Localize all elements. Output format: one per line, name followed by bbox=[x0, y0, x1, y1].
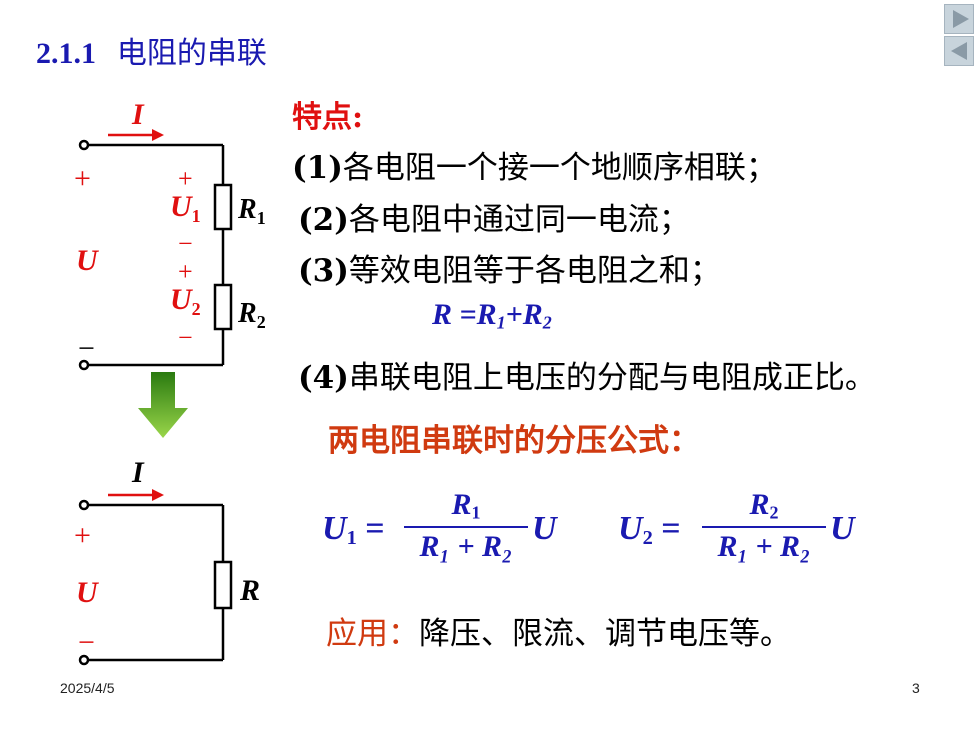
u2-label: U2 bbox=[170, 283, 201, 319]
feature-item-4: (4)串联电阻上电压的分配与电阻成正比。 bbox=[298, 360, 876, 396]
r2-label: R2 bbox=[237, 298, 266, 332]
current-label-i-equivalent: I bbox=[131, 456, 145, 489]
equivalent-resistance-formula: R =R1+R2 bbox=[432, 298, 552, 333]
application-text: 降压、限流、调节电压等。 bbox=[419, 616, 791, 652]
r1-label: R1 bbox=[237, 194, 266, 228]
u1-fraction: R1 R₁ + R₂ bbox=[404, 488, 528, 564]
footer-date: 2025/4/5 bbox=[60, 680, 115, 696]
play-right-icon bbox=[953, 10, 969, 28]
feature-item-1: (1)各电阻一个接一个地顺序相联； bbox=[292, 150, 777, 186]
voltage-divider-heading: 两电阻串联时的分压公式： bbox=[328, 423, 700, 459]
features-heading: 特点: bbox=[292, 100, 364, 135]
minus-sign-equivalent: − bbox=[78, 626, 95, 659]
voltage-label-u-equivalent: U bbox=[76, 576, 99, 609]
slide-title: 2.1.1 电阻的串联 bbox=[36, 28, 267, 72]
r-label: R bbox=[239, 574, 260, 607]
u2-plus: + bbox=[178, 257, 193, 286]
u1-formula-lhs: U1 = bbox=[322, 510, 385, 550]
u2-fraction: R2 R₁ + R₂ bbox=[702, 488, 826, 564]
feature-item-2: (2)各电阻中通过同一电流； bbox=[298, 202, 690, 238]
u2-formula-lhs: U2 = bbox=[618, 510, 681, 550]
next-slide-button[interactable] bbox=[944, 4, 974, 34]
application-line: 应用：降压、限流、调节电压等。 bbox=[326, 608, 791, 653]
voltage-label-u: U bbox=[76, 244, 99, 277]
u1-minus: − bbox=[178, 229, 193, 258]
equivalent-circuit-diagram: I + U − R bbox=[74, 456, 260, 666]
page-number: 3 bbox=[912, 680, 920, 696]
u1-plus: + bbox=[178, 164, 193, 193]
u2-formula-factor: U bbox=[830, 510, 855, 547]
prev-slide-button[interactable] bbox=[944, 36, 974, 66]
section-number: 2.1.1 bbox=[36, 37, 96, 70]
current-label-i: I bbox=[131, 98, 145, 131]
series-circuit-diagram: I + U − + U1 − R1 + U2 − R2 bbox=[74, 98, 266, 371]
feature-item-3: (3)等效电阻等于各电阻之和； bbox=[298, 253, 721, 289]
minus-sign: − bbox=[78, 332, 95, 365]
u1-formula-factor: U bbox=[532, 510, 557, 547]
plus-sign-equivalent: + bbox=[74, 519, 91, 552]
plus-sign: + bbox=[74, 162, 91, 195]
u1-label: U1 bbox=[170, 190, 201, 226]
application-label: 应用： bbox=[326, 616, 419, 652]
play-left-icon bbox=[951, 42, 967, 60]
down-arrow-icon bbox=[138, 372, 188, 438]
u2-minus: − bbox=[178, 323, 193, 352]
section-title: 电阻的串联 bbox=[116, 36, 267, 71]
